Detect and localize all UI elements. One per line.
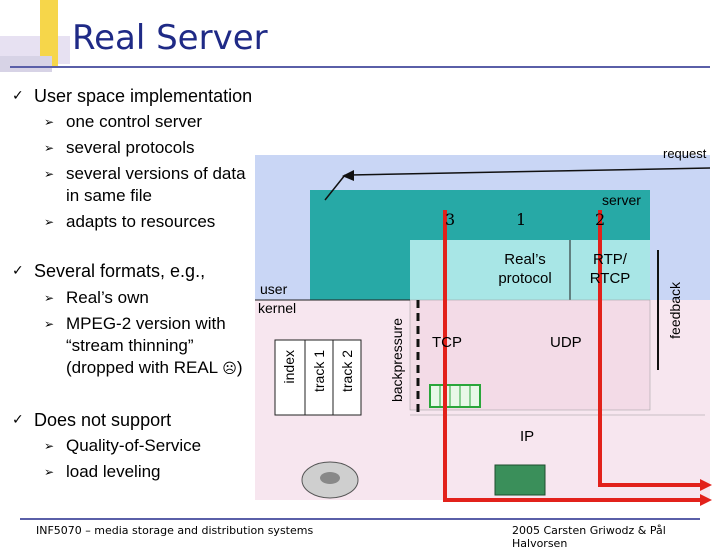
header-decoration-lower (0, 56, 52, 72)
bullet-not-support: Does not support (34, 410, 172, 430)
arrow-bullet-icon: ➢ (44, 465, 55, 479)
data-flow-red (443, 210, 705, 502)
title-underline (10, 66, 710, 68)
label-1: 1 (516, 210, 527, 229)
index-label: index (281, 350, 297, 384)
bullet-user-space: User space implementation (34, 86, 253, 106)
arrow-bullet-icon: ➢ (44, 115, 55, 129)
sub-mpeg2: MPEG-2 version with (66, 314, 226, 333)
label-2: 2 (595, 210, 606, 229)
ip-label: IP (520, 428, 535, 445)
backpressure-label: backpressure (389, 318, 405, 403)
sub-control-server: one control server (66, 112, 203, 131)
sub-qos: Quality-of-Service (66, 436, 202, 455)
sub-load-leveling: load leveling (66, 462, 161, 481)
bullet-formats: Several formats, e.g., (34, 261, 206, 281)
track1-column (304, 339, 334, 416)
header-decoration-yellow (40, 0, 58, 66)
sub-versions-cont: in same file (66, 186, 152, 205)
check-icon: ✓ (12, 263, 24, 279)
feedback-label: feedback (667, 282, 683, 339)
arrow-bullet-icon: ➢ (44, 215, 55, 229)
footer-course: INF5070 – media storage and distribution… (36, 524, 314, 537)
kernel-label: kernel (258, 300, 297, 316)
request-label: request (663, 146, 707, 161)
udp-label: UDP (550, 334, 582, 351)
buffer-queue (429, 384, 481, 408)
check-icon: ✓ (12, 88, 24, 104)
sub-dropped: (dropped with REAL ☹) (66, 358, 243, 377)
label-3: 3 (445, 210, 456, 229)
arrow-bullet-icon: ➢ (44, 291, 55, 305)
slide-title: Real Server (72, 18, 268, 58)
arrow-bullet-icon: ➢ (44, 439, 55, 453)
arrow-bullet-icon: ➢ (44, 317, 55, 331)
track2-column (332, 339, 362, 416)
network-card-icon (494, 464, 546, 496)
arrow-bullet-icon: ➢ (44, 167, 55, 181)
sub-stream-thinning: “stream thinning” (66, 336, 194, 355)
sub-reals-own: Real’s own (66, 288, 149, 307)
sub-versions: several versions of data (66, 164, 246, 183)
user-label: user (260, 281, 288, 297)
check-icon: ✓ (12, 412, 24, 428)
footer-authors: 2005 Carsten Griwodz & Pål Halvorsen (512, 524, 666, 550)
track1-label: track 1 (311, 350, 327, 393)
protocol-box (410, 240, 650, 300)
track2-label: track 2 (339, 350, 355, 393)
arrow-bullet-icon: ➢ (44, 141, 55, 155)
footer-line (20, 518, 700, 520)
sub-protocols: several protocols (66, 138, 195, 157)
rtp-rtcp-label: RTP/RTCP (589, 251, 631, 287)
frown-icon: ☹ (222, 361, 237, 377)
server-label: server (602, 192, 641, 208)
sub-adapts: adapts to resources (66, 212, 216, 231)
tcp-label: TCP (432, 334, 462, 351)
